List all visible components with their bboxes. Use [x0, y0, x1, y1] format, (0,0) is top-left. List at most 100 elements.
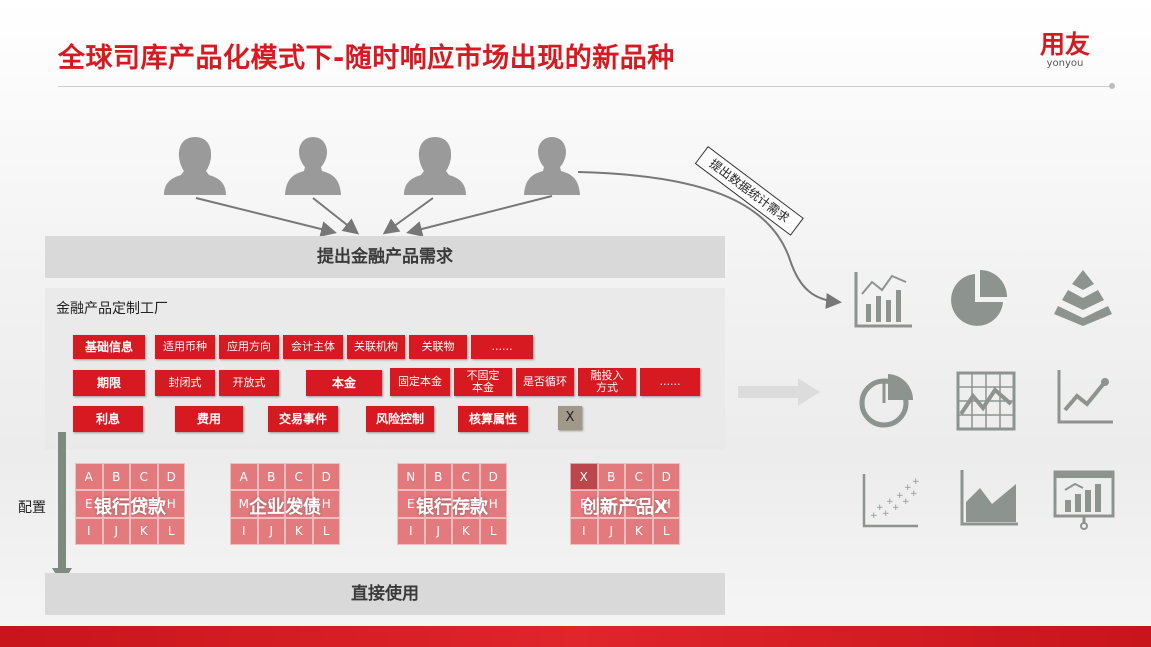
factor-funding-method[interactable]: 融投入 方式: [578, 368, 636, 396]
product-cell: J: [257, 517, 285, 545]
factory-label: 金融产品定制工厂: [56, 301, 168, 317]
factor-term[interactable]: 期限: [73, 370, 145, 396]
product-name: 银行贷款: [94, 497, 166, 518]
product-cell: F: [257, 490, 285, 518]
requirement-bar-text: 提出金融产品需求: [317, 247, 453, 267]
male-user-icon-2: [524, 137, 580, 195]
factor-revolving[interactable]: 是否循环: [516, 368, 574, 396]
product-cell: F: [102, 490, 130, 518]
product-cell: C: [285, 463, 313, 491]
product-cell: X: [570, 463, 598, 491]
product-cell: E: [397, 490, 425, 518]
product-bank-deposit[interactable]: N B C D E F G H I J K L 银行存款: [397, 463, 507, 545]
product-cell: L: [479, 517, 507, 545]
right-arrow: [738, 378, 820, 406]
product-cell: J: [424, 517, 452, 545]
svg-text:+: +: [886, 497, 894, 507]
product-cell: H: [312, 490, 340, 518]
factor-more-1[interactable]: ......: [471, 335, 533, 359]
factor-basic-info[interactable]: 基础信息: [73, 335, 145, 359]
product-cell: B: [102, 463, 130, 491]
factor-fixed-principal[interactable]: 固定本金: [390, 368, 450, 396]
product-innovative-x[interactable]: X B C D E F G H I J K L 创新产品X: [570, 463, 680, 545]
direct-use-bar-text: 直接使用: [351, 584, 419, 604]
product-cell: H: [479, 490, 507, 518]
requirement-bar: 提出金融产品需求: [45, 236, 725, 278]
title-divider-dot: [1109, 83, 1115, 89]
product-cell: I: [230, 517, 258, 545]
factor-open-end[interactable]: 开放式: [219, 370, 279, 396]
factor-currency[interactable]: 适用币种: [155, 335, 215, 359]
product-cell: K: [285, 517, 313, 545]
product-cell: A: [75, 463, 103, 491]
product-name: 创新产品X: [582, 497, 668, 518]
pie-chart-icon: [951, 270, 1007, 326]
product-cell: K: [130, 517, 158, 545]
product-cell: D: [312, 463, 340, 491]
product-bank-loan[interactable]: A B C D E F G H I J K L 银行贷款: [75, 463, 185, 545]
product-cell: I: [75, 517, 103, 545]
line-chart-icon: [1057, 370, 1113, 424]
factor-more-2[interactable]: ......: [640, 368, 700, 396]
female-user-icon-2: [404, 137, 466, 195]
page-title: 全球司库产品化模式下-随时响应市场出现的新品种: [58, 43, 675, 74]
product-cell: G: [625, 490, 653, 518]
logo-cn-text: 用友: [1039, 30, 1090, 59]
product-cell: M: [230, 490, 258, 518]
direct-use-bar: 直接使用: [45, 573, 725, 615]
product-cell: F: [597, 490, 625, 518]
product-cell: G: [452, 490, 480, 518]
config-down-arrow: [52, 432, 72, 584]
factor-interest[interactable]: 利息: [73, 406, 143, 432]
factor-variable-principal[interactable]: 不固定 本金: [454, 368, 512, 396]
factor-accounting-entity[interactable]: 会计主体: [283, 335, 343, 359]
product-cell: C: [452, 463, 480, 491]
svg-text:+: +: [870, 511, 878, 521]
product-cell: B: [424, 463, 452, 491]
male-user-icon-1: [285, 137, 341, 195]
product-cell: H: [157, 490, 185, 518]
factor-fees[interactable]: 费用: [175, 406, 243, 432]
factor-custom-x[interactable]: X: [558, 406, 582, 430]
product-corporate-bond[interactable]: A B C D M F G H I J K L 企业发债: [230, 463, 340, 545]
product-cell: J: [102, 517, 130, 545]
product-cell: D: [479, 463, 507, 491]
product-cell: D: [157, 463, 185, 491]
product-cell: E: [570, 490, 598, 518]
svg-text:+: +: [910, 489, 918, 499]
product-cell: C: [625, 463, 653, 491]
factor-direction[interactable]: 应用方向: [219, 335, 279, 359]
product-cell: A: [230, 463, 258, 491]
factor-risk-control[interactable]: 风险控制: [366, 406, 434, 432]
product-cell: F: [424, 490, 452, 518]
footer-stripe: [0, 626, 1151, 647]
area-chart-icon: [960, 470, 1018, 526]
product-cell: I: [397, 517, 425, 545]
yonyou-logo: 用友 yonyou: [1030, 30, 1100, 70]
product-cell: K: [452, 517, 480, 545]
svg-text:+: +: [896, 491, 904, 501]
product-cell: H: [652, 490, 680, 518]
product-cell: B: [597, 463, 625, 491]
title-divider: [58, 86, 1112, 87]
logo-en-text: yonyou: [1046, 58, 1084, 69]
factor-related-object[interactable]: 关联物: [409, 335, 467, 359]
factor-transaction-events[interactable]: 交易事件: [268, 406, 338, 432]
product-cell: C: [130, 463, 158, 491]
product-cell: N: [397, 463, 425, 491]
product-cell: K: [625, 517, 653, 545]
factor-accounting-attr[interactable]: 核算属性: [458, 406, 528, 432]
donut-chart-icon: [859, 374, 913, 428]
factor-principal[interactable]: 本金: [306, 370, 382, 396]
presentation-chart-icon: [1053, 470, 1115, 530]
product-cell: G: [285, 490, 313, 518]
product-cell: D: [652, 463, 680, 491]
product-cell: G: [130, 490, 158, 518]
svg-text:+: +: [904, 483, 912, 493]
factor-related-org[interactable]: 关联机构: [347, 335, 405, 359]
product-name: 企业发债: [249, 497, 321, 518]
grid-line-chart-icon: [956, 371, 1016, 431]
factor-closed-end[interactable]: 封闭式: [155, 370, 215, 396]
bar-chart-icon: [854, 272, 912, 328]
